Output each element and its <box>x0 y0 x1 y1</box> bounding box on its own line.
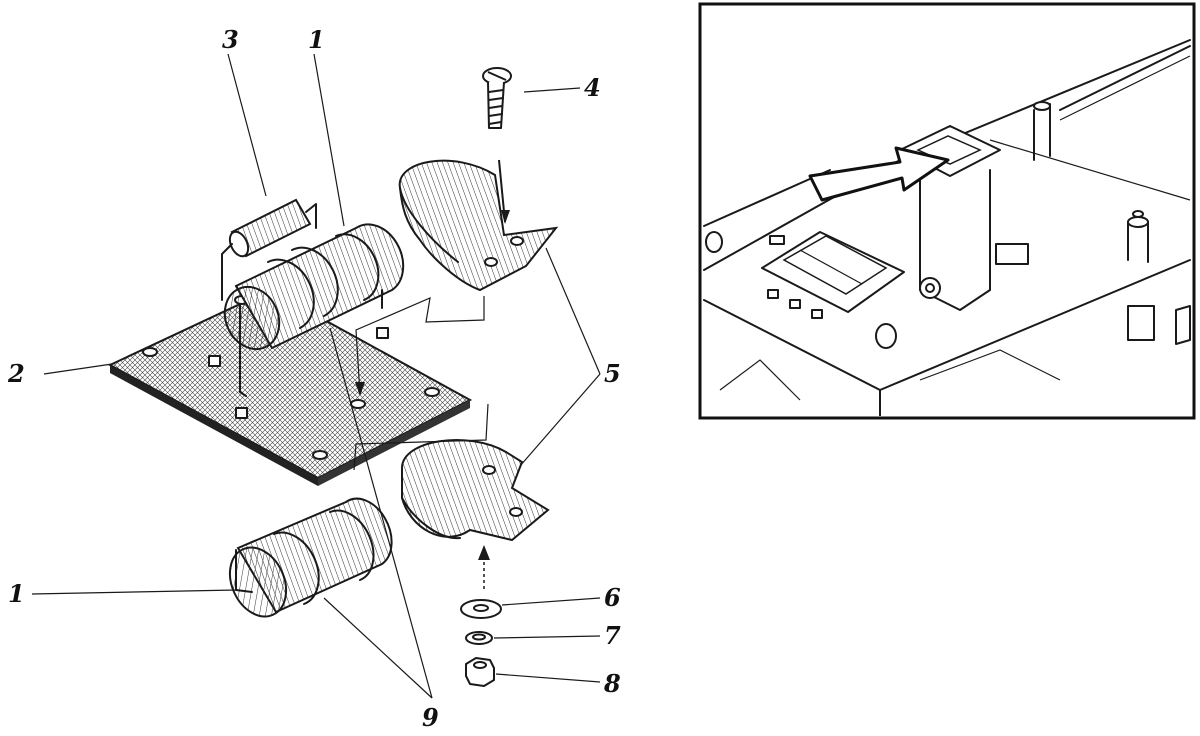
clamp-upper <box>398 159 559 292</box>
location-inset <box>698 2 1196 420</box>
callout-1-bottom: 1 <box>8 579 25 608</box>
screw <box>482 67 512 129</box>
callout-7: 7 <box>604 621 621 650</box>
panel-box <box>761 231 905 313</box>
callout-9: 9 <box>422 703 439 732</box>
hex-nut <box>465 657 495 687</box>
capacitor-mounted <box>223 223 405 397</box>
capacitor-loose <box>228 497 393 618</box>
callout-4: 4 <box>584 73 601 102</box>
lock-washer <box>465 631 493 645</box>
resistor <box>221 198 317 301</box>
connector-block <box>1127 305 1155 341</box>
flat-washer <box>460 599 502 619</box>
assembly-guides <box>353 159 510 592</box>
leader-lines <box>31 53 601 699</box>
post <box>705 101 1149 349</box>
exploded-view: 3 1 4 2 5 1 6 7 8 9 <box>7 25 621 732</box>
location-arrow-icon <box>808 146 950 202</box>
terminal-post <box>208 327 389 419</box>
callout-3: 3 <box>222 25 239 54</box>
callout-1-top: 1 <box>308 25 325 54</box>
callout-2: 2 <box>7 359 25 388</box>
callout-6: 6 <box>604 583 621 612</box>
switch <box>767 235 823 319</box>
clamp-lower <box>401 439 550 542</box>
callout-5: 5 <box>604 359 621 388</box>
callout-8: 8 <box>603 669 621 698</box>
